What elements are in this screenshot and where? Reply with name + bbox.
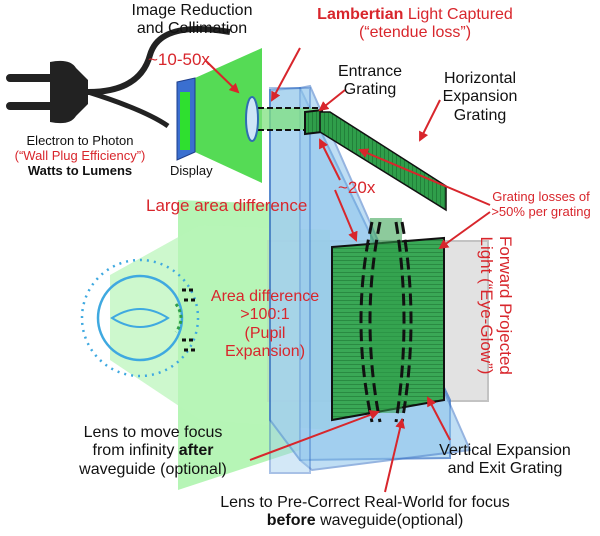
arrow-entrance [318, 89, 346, 112]
horizontal-expansion-grating [319, 111, 447, 212]
arrow-vertical [427, 396, 451, 441]
arrow-20x-b [334, 189, 358, 242]
arrow-precorrect [384, 418, 406, 493]
arrow-lambertian [271, 47, 301, 102]
collimated-beam [250, 108, 318, 130]
factor-20x-label: ~20x [338, 178, 376, 197]
area-difference-label: Area difference >100:1 (Pupil Expansion) [210, 288, 320, 361]
arrow-loss-b [438, 211, 491, 250]
entrance-grating-label: Entrance Grating [337, 63, 403, 99]
waveguide-slab [269, 87, 311, 474]
lambertian-bold: Lambertian [317, 6, 404, 23]
etendue-label: (“etendue loss”) [358, 24, 472, 42]
vertical-grating-label: Vertical Expansion and Exit Grating [439, 442, 571, 478]
focus-lens [394, 221, 413, 423]
grating-losses-label: Grating losses of >50% per grating [491, 189, 591, 219]
horizontal-grating-label: Horizontal Expansion Grating [442, 70, 518, 124]
display-glow [180, 92, 190, 150]
precorrect-label: Lens to Pre-Correct Real-World for focus… [220, 494, 510, 530]
lambertian-label: Lambertian Light Captured (“etendue loss… [290, 6, 540, 43]
power-plug-icon [6, 26, 231, 129]
lambertian-rest: Light Captured [403, 6, 513, 23]
large-area-label: Large area difference [146, 196, 308, 215]
reduction-factor-label: ~10-50x [148, 50, 210, 69]
arrow-horizontal [419, 99, 441, 142]
arrow-loss-a [358, 148, 491, 206]
arrow-20x-a [319, 138, 341, 181]
eye-icon [80, 258, 200, 378]
display-label: Display [170, 163, 213, 178]
arrow-10-50x [204, 59, 240, 94]
electron-photon-label: Electron to Photon (“Wall Plug Efficienc… [14, 133, 146, 178]
precorrect-lens [359, 221, 382, 423]
image-reduction-label: Image Reduction and Collimation [131, 2, 253, 38]
lens-focus-label: Lens to move focus from infinity after w… [79, 424, 227, 478]
forward-light-label: Forward Projected Light (“Eye-Glow”) [477, 236, 515, 375]
arrow-focus-lens [249, 410, 380, 461]
collimating-lens [245, 96, 259, 142]
collimation-cone [195, 48, 262, 183]
